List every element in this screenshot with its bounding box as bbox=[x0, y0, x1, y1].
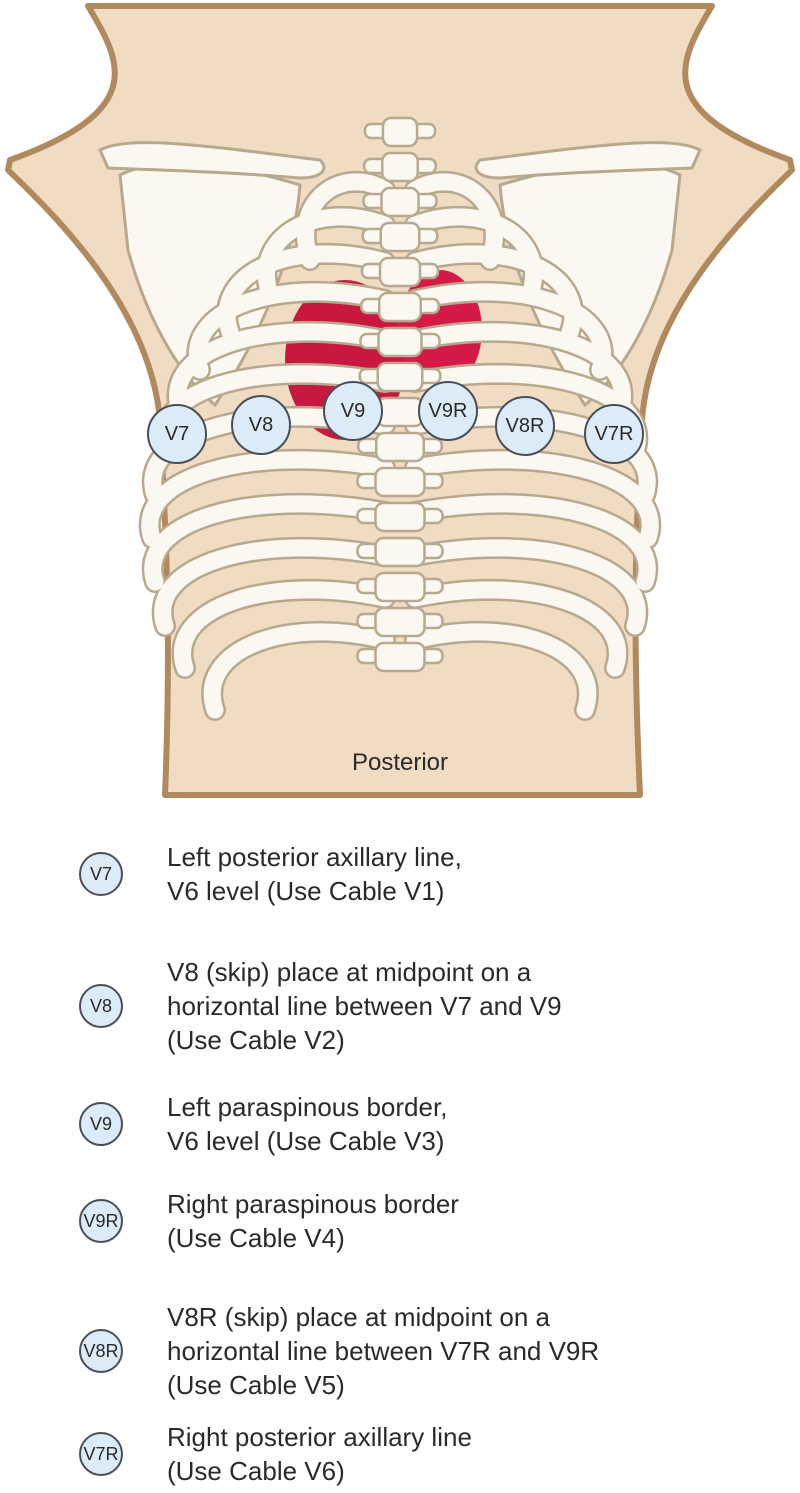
legend-description: Right posterior axillary line (Use Cable… bbox=[167, 1422, 472, 1486]
vertebra bbox=[375, 396, 425, 428]
rib-fill bbox=[406, 451, 659, 547]
vertebral-column bbox=[356, 116, 444, 673]
electrode-v8: V8 bbox=[231, 395, 291, 455]
electrode-markers: V7 V8 V9 V9R V8R V7R bbox=[147, 381, 644, 464]
vertebra bbox=[375, 431, 425, 463]
vertebra bbox=[378, 256, 422, 288]
legend-badge: V8 bbox=[79, 984, 123, 1028]
vertebra bbox=[378, 291, 422, 323]
vertebra bbox=[377, 326, 423, 358]
legend-row: V8 V8 (skip) place at midpoint on a horiz… bbox=[0, 955, 800, 1057]
vertebra bbox=[374, 641, 426, 673]
electrode-v8r: V8R bbox=[495, 396, 555, 456]
vertebra bbox=[380, 186, 420, 218]
legend-badge: V9 bbox=[79, 1102, 123, 1146]
rib-fill bbox=[174, 581, 394, 677]
left-scapula bbox=[98, 141, 326, 408]
view-label: Posterior bbox=[352, 749, 448, 776]
legend-badge: V7 bbox=[79, 852, 123, 896]
vertebra bbox=[379, 221, 421, 253]
electrode-label: V7 bbox=[165, 423, 189, 445]
vertebra bbox=[374, 571, 426, 603]
rib-fill bbox=[297, 173, 394, 269]
legend-description: V8 (skip) place at midpoint on a horizon… bbox=[167, 957, 562, 1055]
electrode-circle bbox=[418, 381, 478, 441]
rib-fill bbox=[154, 539, 394, 635]
electrode-v9r: V9R bbox=[418, 381, 478, 441]
vertebra bbox=[374, 606, 426, 638]
rib-fill bbox=[144, 495, 394, 591]
electrode-label: V8 bbox=[249, 414, 273, 436]
electrode-v7: V7 bbox=[147, 404, 207, 464]
rib-fill bbox=[406, 623, 597, 719]
electrode-v7r: V7R bbox=[584, 404, 644, 464]
electrode-circle bbox=[231, 395, 291, 455]
rib-fill bbox=[406, 323, 631, 419]
legend-row: V9 Left paraspinous border, V6 level (Use… bbox=[0, 1090, 800, 1158]
legend-badge: V7R bbox=[79, 1432, 123, 1476]
electrode-label: V9R bbox=[429, 400, 468, 422]
vertebra bbox=[374, 501, 426, 533]
legend-description: V8R (skip) place at midpoint on a horizo… bbox=[167, 1302, 600, 1400]
electrode-label: V7R bbox=[595, 423, 634, 445]
vertebra bbox=[376, 361, 424, 393]
vertebra bbox=[381, 151, 419, 183]
vertebra bbox=[374, 466, 426, 498]
rib-fill bbox=[169, 323, 394, 419]
rib-fill bbox=[189, 283, 394, 379]
rib-fill bbox=[141, 451, 394, 547]
rib-fill bbox=[203, 623, 394, 719]
rib-fill bbox=[406, 283, 611, 379]
legend-row: V7R Right posterior axillary line (Use Ca… bbox=[0, 1420, 800, 1488]
legend-row: V9R Right paraspinous border (Use Cable V… bbox=[0, 1187, 800, 1255]
legend-description: Left paraspinous border, V6 level (Use C… bbox=[167, 1092, 448, 1156]
electrode-label: V8R bbox=[506, 415, 545, 437]
legend-row: V8R V8R (skip) place at midpoint on a hor… bbox=[0, 1300, 800, 1402]
legend-badge: V8R bbox=[79, 1329, 123, 1373]
vertebra bbox=[381, 116, 419, 148]
rib-fill bbox=[406, 173, 503, 269]
legend-description: Left posterior axillary line, V6 level (… bbox=[167, 842, 462, 906]
electrode-circle bbox=[584, 404, 644, 464]
legend-row: V7 Left posterior axillary line, V6 level… bbox=[0, 840, 800, 908]
electrode-circle bbox=[147, 404, 207, 464]
rib-fill bbox=[406, 539, 646, 635]
vertebra bbox=[374, 536, 426, 568]
electrode-circle bbox=[323, 381, 383, 441]
rib-fill bbox=[406, 495, 656, 591]
electrode-circle bbox=[495, 396, 555, 456]
electrode-label: V9 bbox=[341, 400, 365, 422]
rib-fill bbox=[406, 581, 626, 677]
legend-description: Right paraspinous border (Use Cable V4) bbox=[167, 1189, 459, 1253]
posterior-chest-diagram: V7 V8 V9 V9R V8R V7R Posterior bbox=[5, 3, 795, 798]
legend-badge: V9R bbox=[79, 1199, 123, 1243]
electrode-v9: V9 bbox=[323, 381, 383, 441]
